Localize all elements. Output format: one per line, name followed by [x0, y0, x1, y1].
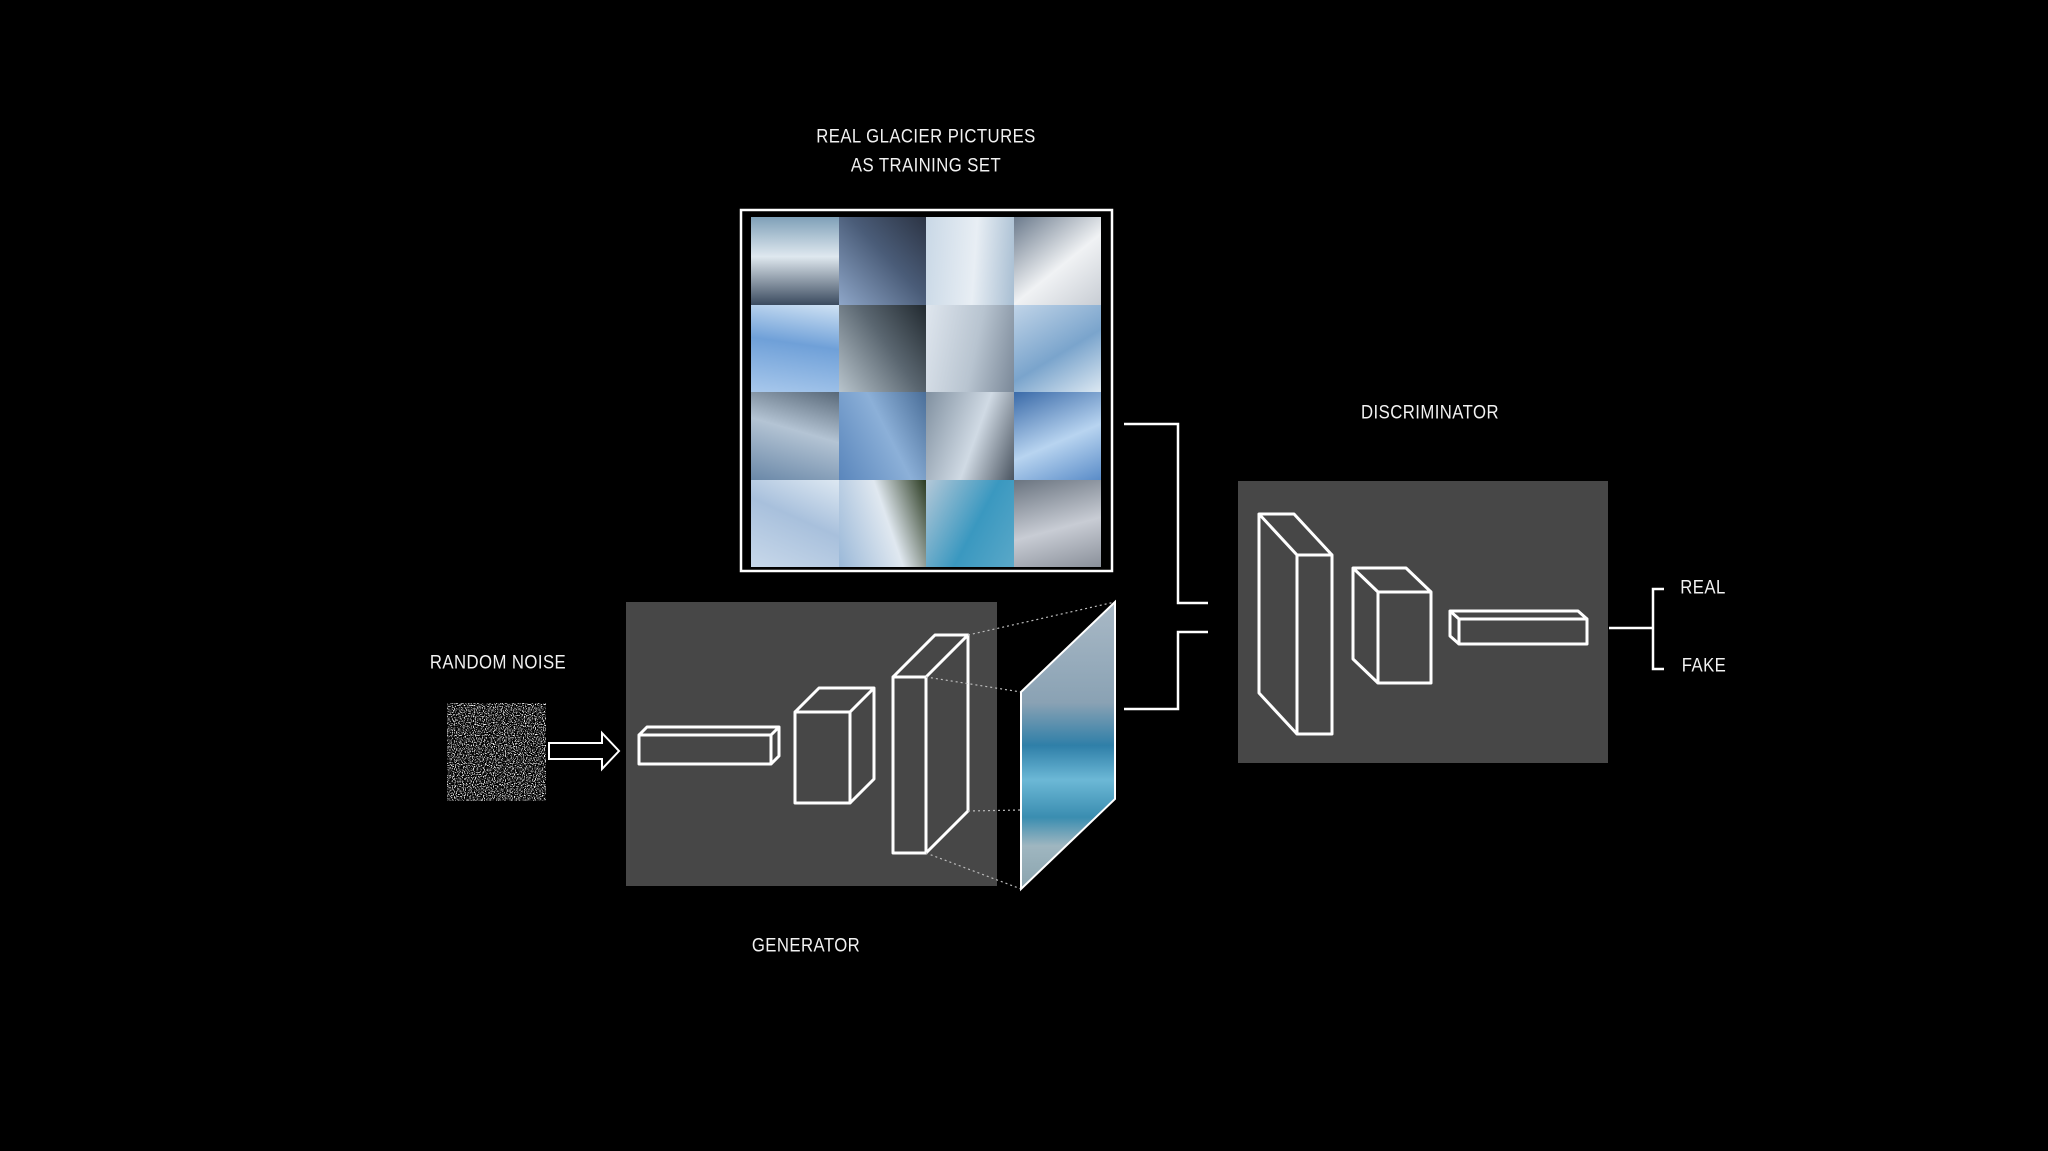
- connector-fake-to-discriminator: [1124, 630, 1208, 711]
- glacier-photo-tile: [926, 392, 1014, 480]
- generator-layer-dense: [637, 725, 781, 766]
- random-noise-image: [447, 703, 546, 801]
- discriminator-layer-dense: [1448, 609, 1589, 646]
- glacier-photo-tile: [751, 479, 839, 567]
- generator-label: GENERATOR: [751, 935, 861, 957]
- training-set-title-line2: AS TRAINING SET: [850, 155, 1002, 177]
- generated-image: [1020, 599, 1116, 892]
- discriminator-label: DISCRIMINATOR: [1361, 402, 1499, 424]
- output-fake-label: FAKE: [1681, 655, 1727, 677]
- glacier-photo-tile: [1013, 479, 1101, 567]
- training-set-title-line1: REAL GLACIER PICTURES: [816, 126, 1036, 148]
- glacier-photo-tile: [751, 217, 839, 305]
- connector-real-to-discriminator: [1124, 422, 1208, 605]
- glacier-photo-tile: [1013, 304, 1101, 392]
- generator-layer-conv1: [793, 686, 876, 805]
- glacier-photo-tile: [838, 304, 926, 392]
- output-real-label: REAL: [1680, 577, 1726, 599]
- random-noise-label: RANDOM NOISE: [429, 652, 567, 674]
- output-bracket: [1609, 587, 1664, 671]
- glacier-photo-tile: [751, 304, 839, 392]
- discriminator-layer-conv2: [1351, 566, 1433, 685]
- discriminator-panel: [1238, 481, 1608, 763]
- glacier-photo-tile: [751, 392, 839, 480]
- glacier-photo-tile: [1013, 217, 1101, 305]
- glacier-photo-tile: [838, 217, 926, 305]
- generator-panel: [626, 602, 997, 886]
- glacier-photo-tile: [838, 392, 926, 480]
- glacier-photo-tile: [926, 304, 1014, 392]
- training-image-grid: [751, 217, 1101, 567]
- projection-lines: [925, 601, 1116, 890]
- glacier-photo-tile: [1013, 392, 1101, 480]
- arrow-right-icon: [548, 730, 621, 772]
- glacier-photo-tile: [926, 217, 1014, 305]
- glacier-photo-tile: [838, 479, 926, 567]
- discriminator-layer-conv1: [1257, 512, 1334, 736]
- glacier-photo-tile: [926, 479, 1014, 567]
